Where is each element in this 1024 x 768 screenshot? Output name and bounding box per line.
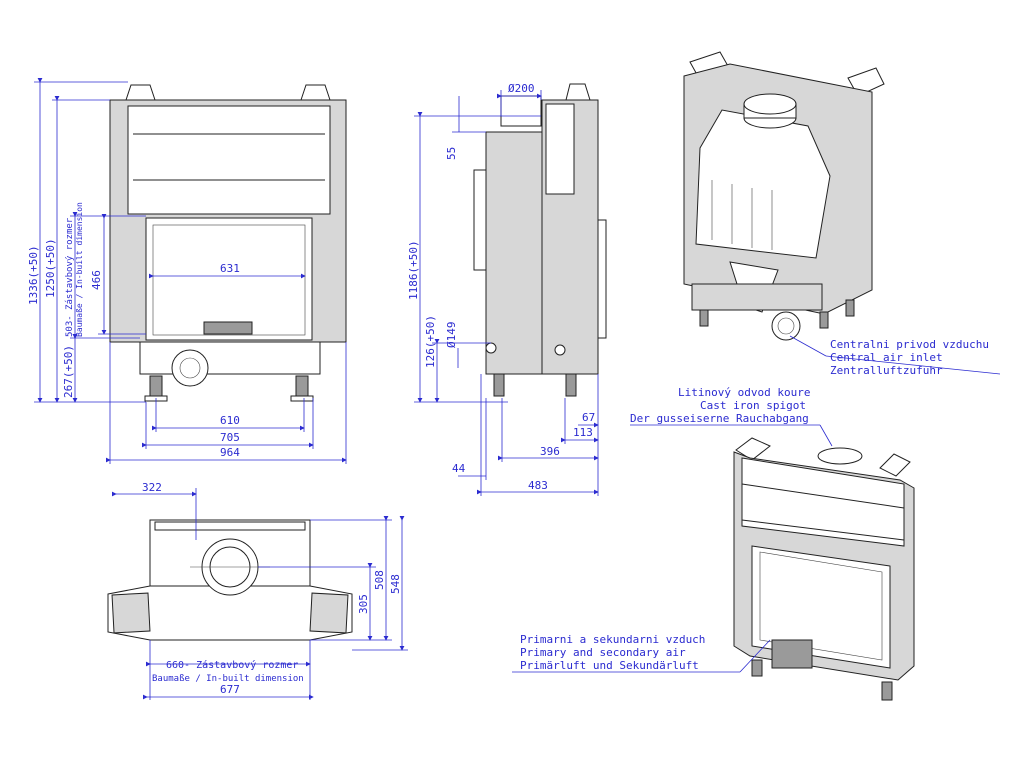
dim-964: 964 xyxy=(220,446,240,459)
dim-660-en: Baumaße / In-built dimension xyxy=(152,674,304,684)
callout-flue-spigot-de: Der gusseiserne Rauchabgang xyxy=(630,412,809,425)
callout-primary-secondary: Primarni a sekundarni vzduch Primary and… xyxy=(520,633,705,672)
dim-44: 44 xyxy=(452,462,466,475)
iso-rear-view xyxy=(683,51,1001,375)
dim-508: 508 xyxy=(373,570,386,590)
callout-central-air-de: Zentralluftzufuhr xyxy=(830,364,943,377)
dim-466: 466 xyxy=(90,270,103,290)
dim-631: 631 xyxy=(220,262,240,275)
dim-610: 610 xyxy=(220,414,240,427)
callout-primary-secondary-cz: Primarni a sekundarni vzduch xyxy=(520,633,705,646)
dim-305: 305 xyxy=(357,594,370,614)
dim-113: 113 xyxy=(573,426,593,439)
dim-503: 503- Zástavbový rozmer xyxy=(65,217,75,337)
callout-central-air: Centralni privod vzduchu Central air inl… xyxy=(830,338,989,377)
side-view: Ø200 55 1186(+50) 126(+50) Ø149 67 113 3… xyxy=(407,82,607,496)
dim-483: 483 xyxy=(528,479,548,492)
callout-flue-spigot: Litinový odvod koure Cast iron spigot De… xyxy=(630,386,810,425)
callout-flue-spigot-cz: Litinový odvod koure xyxy=(678,386,810,399)
dim-660: 660- Zástavbový rozmer xyxy=(166,659,298,671)
callout-primary-secondary-de: Primärluft und Sekundärluft xyxy=(520,659,699,672)
dim-55: 55 xyxy=(445,147,458,160)
callout-primary-secondary-en: Primary and secondary air xyxy=(520,646,686,659)
dim-149: Ø149 xyxy=(445,322,458,349)
dim-67: 67 xyxy=(582,411,595,424)
dim-267: 267(+50) xyxy=(62,345,75,398)
dim-1186: 1186(+50) xyxy=(407,240,420,300)
dim-396: 396 xyxy=(540,445,560,458)
dim-1336: 1336(+50) xyxy=(27,245,40,305)
dim-126: 126(+50) xyxy=(424,315,437,368)
dim-322: 322 xyxy=(142,481,162,494)
dim-200: Ø200 xyxy=(508,82,535,95)
dim-503-en: Baumaße / In-built dimension xyxy=(75,202,84,337)
front-view: 1336(+50) 1250(+50) 267(+50) 503- Zástav… xyxy=(27,78,347,464)
iso-front-view xyxy=(512,424,915,701)
callout-central-air-cz: Centralni privod vzduchu xyxy=(830,338,989,351)
dim-548: 548 xyxy=(389,574,402,594)
dim-1250: 1250(+50) xyxy=(44,238,57,298)
dim-677: 677 xyxy=(220,683,240,696)
callout-central-air-en: Central air inlet xyxy=(830,351,943,364)
dim-705: 705 xyxy=(220,431,240,444)
callout-flue-spigot-en: Cast iron spigot xyxy=(700,399,806,412)
top-view: 322 508 548 305 660- Zástavbový rozmer B… xyxy=(107,481,408,700)
